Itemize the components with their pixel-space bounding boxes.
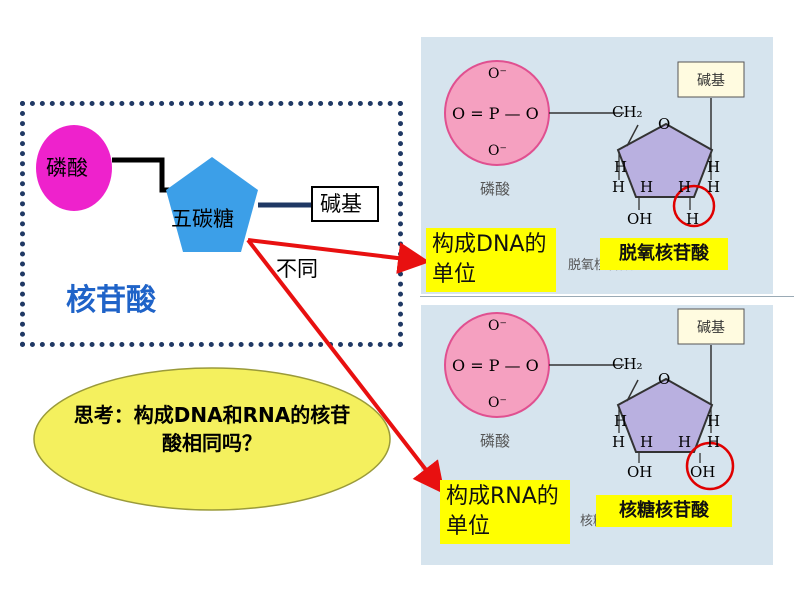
dna-h-1: H: [614, 158, 628, 176]
dna-o-bottom: O⁻: [488, 143, 507, 159]
rna-h-1: H: [614, 412, 628, 430]
dna-deoxyribose-ring: [616, 122, 714, 198]
ribonucleotide-label: 核糖核苷酸: [596, 495, 732, 527]
dna-phosphate-caption: 磷酸: [480, 180, 511, 198]
dna-h-6: H: [678, 178, 692, 196]
pentose-pentagon: [166, 157, 258, 252]
rna-h-4: H: [707, 433, 721, 451]
phosphate-circle: [36, 125, 112, 211]
rna-structure: [444, 308, 745, 491]
phosphate-sugar-bond: [112, 157, 172, 193]
rna-ribose-ring: [616, 377, 714, 453]
base-box: [311, 186, 379, 222]
dna-base-caption: 碱基: [697, 73, 725, 89]
rna-h-6: H: [678, 433, 692, 451]
rna-2prime-oh: OH: [690, 463, 716, 481]
rna-base-caption: 碱基: [697, 320, 725, 336]
nucleotide-title: 核苷酸: [66, 283, 156, 318]
dna-base-box: [677, 61, 745, 98]
nucleotide-dashed-box: [20, 101, 403, 347]
dna-o-top: O⁻: [488, 66, 507, 82]
rna-phosphate-caption: 磷酸: [480, 432, 511, 450]
question-ellipse: [33, 367, 391, 511]
rna-h-5: H: [640, 433, 654, 451]
rna-oh-highlight-circle: [685, 441, 735, 491]
rna-h-3: H: [612, 433, 626, 451]
dna-ch2: CH₂: [612, 103, 643, 121]
rna-o-top: O⁻: [488, 318, 507, 334]
dna-unit-label: 构成DNA的单位: [426, 228, 556, 292]
sugar-label: 五碳糖: [171, 207, 234, 231]
dna-h-5: H: [640, 178, 654, 196]
dna-h-2: H: [707, 158, 721, 176]
question-text: 思考：构成DNA和RNA的核苷酸相同吗？: [73, 403, 351, 455]
arrow-to-rna: [246, 238, 445, 495]
phosphate-label: 磷酸: [46, 156, 88, 180]
dna-h-3: H: [612, 178, 626, 196]
dna-2prime-h: H: [686, 210, 700, 228]
rna-h-2: H: [707, 412, 721, 430]
rna-ch2: CH₂: [612, 355, 643, 373]
dna-h-highlight-circle: [672, 184, 716, 228]
rna-o-bottom: O⁻: [488, 395, 507, 411]
dna-h-4: H: [707, 178, 721, 196]
rna-ring-o: O: [658, 370, 671, 388]
deoxynucleotide-label: 脱氧核苷酸: [600, 238, 728, 270]
rna-oh: OH: [627, 463, 653, 481]
dna-ring-o: O: [658, 115, 671, 133]
dna-structure: [444, 60, 745, 228]
dna-phosphate-formula: O = P — O: [452, 104, 539, 123]
panel-divider: [420, 296, 794, 297]
arrow-to-dna: [247, 238, 430, 275]
rna-phosphate-formula: O = P — O: [452, 356, 539, 375]
difference-label: 不同: [276, 257, 318, 281]
rna-unit-label: 构成RNA的单位: [440, 480, 570, 544]
rna-base-box: [677, 308, 745, 345]
base-label: 碱基: [320, 192, 362, 216]
dna-oh: OH: [627, 210, 653, 228]
